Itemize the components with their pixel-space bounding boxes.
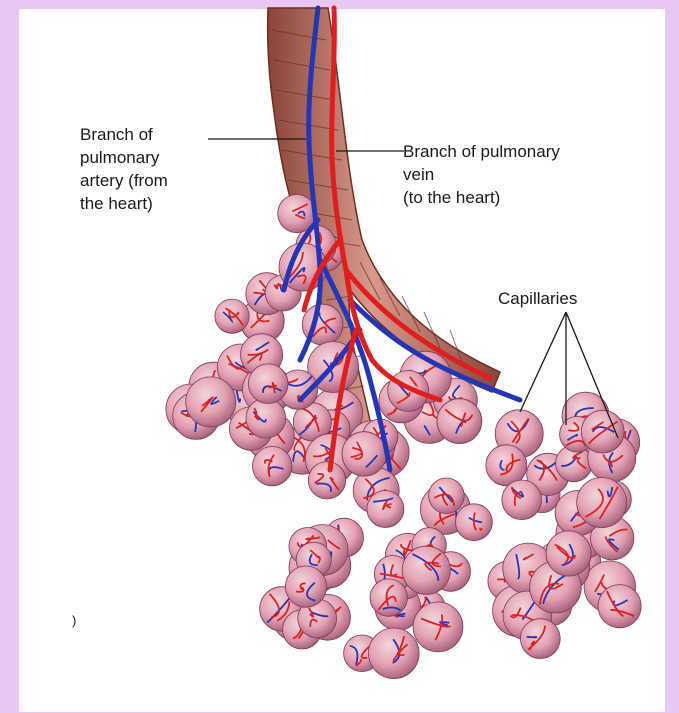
alveolus <box>546 531 591 576</box>
alveolus <box>502 480 542 520</box>
artery-label: Branch of pulmonary artery (from the hea… <box>80 123 168 215</box>
alveolus <box>253 447 292 486</box>
alveolus <box>215 299 249 333</box>
alveolar-sacs <box>166 195 641 679</box>
alveolus <box>598 585 641 628</box>
capillary-red <box>480 529 482 531</box>
alveolus <box>342 432 386 476</box>
alveolus <box>246 398 286 438</box>
capillaries-leader-1 <box>520 312 566 412</box>
alveolus <box>308 462 345 499</box>
alveolus <box>285 566 326 607</box>
alveolus <box>437 399 482 444</box>
stray-mark: ) <box>72 609 76 632</box>
alveolus <box>413 602 463 652</box>
alveolus <box>402 546 450 594</box>
capillaries-label: Capillaries <box>498 287 577 310</box>
capillary-blue <box>527 637 537 638</box>
alveolus <box>369 628 420 679</box>
alveolus <box>186 377 236 427</box>
alveolus <box>248 364 288 404</box>
vein-label: Branch of pulmonary vein (to the heart) <box>403 140 560 209</box>
alveolus <box>367 491 404 528</box>
